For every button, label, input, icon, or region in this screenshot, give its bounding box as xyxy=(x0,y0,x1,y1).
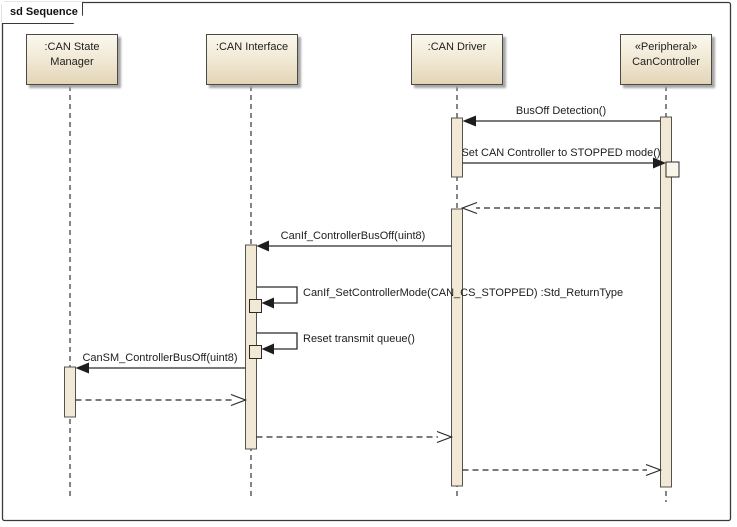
message-arrow-canif-controllerbusoff xyxy=(256,240,452,252)
participant-stereotype: «Peripheral» xyxy=(634,41,698,53)
nested-activation-can-interface-1 xyxy=(249,299,262,313)
participant-can-state-manager: :CAN State Manager xyxy=(26,34,118,85)
message-arrow-set-stopped-mode xyxy=(462,157,666,169)
message-arrow-return-to-cancontroller xyxy=(462,463,663,477)
message-label-cansm-controllerbusoff: CanSM_ControllerBusOff(uint8) xyxy=(82,352,238,364)
message-label-canif-setcontrollermode: CanIf_SetControllerMode(CAN_CS_STOPPED) … xyxy=(303,287,624,299)
activation-can-state-manager xyxy=(64,366,76,418)
message-arrow-return-to-driver xyxy=(460,201,660,215)
nested-activation-can-interface-2 xyxy=(249,345,262,359)
participant-name: :CAN Driver xyxy=(427,41,487,53)
frame-title: sd Sequence xyxy=(10,6,78,18)
activation-cancontroller xyxy=(660,116,672,488)
message-label-reset-transmit-queue: Reset transmit queue() xyxy=(303,333,415,345)
message-label-set-stopped-mode: Set CAN Controller to STOPPED mode() xyxy=(461,147,661,159)
nested-activation-cancontroller xyxy=(665,161,680,178)
message-label-canif-controllerbusoff: CanIf_ControllerBusOff(uint8) xyxy=(280,230,426,242)
participant-name: :CAN State Manager xyxy=(44,41,100,68)
frame-tab xyxy=(2,2,83,24)
participant-can-interface: :CAN Interface xyxy=(206,34,298,85)
activation-can-driver-1 xyxy=(451,117,463,178)
message-label-busoff-detection: BusOff Detection() xyxy=(515,105,607,117)
message-arrow-busoff-detection xyxy=(462,115,660,127)
activation-can-driver-2 xyxy=(451,208,463,487)
message-arrow-canif-setcontrollermode xyxy=(256,286,298,309)
message-arrow-reset-transmit-queue xyxy=(256,332,298,355)
participant-cancontroller: «Peripheral» CanController xyxy=(620,34,712,85)
participant-can-driver: :CAN Driver xyxy=(411,34,503,85)
message-arrow-return-to-interface xyxy=(75,393,248,407)
message-arrow-cansm-controllerbusoff xyxy=(75,362,246,374)
participant-name: :CAN Interface xyxy=(215,41,289,53)
message-arrow-return-to-driver-2 xyxy=(256,430,454,444)
participant-name: CanController xyxy=(632,56,700,68)
